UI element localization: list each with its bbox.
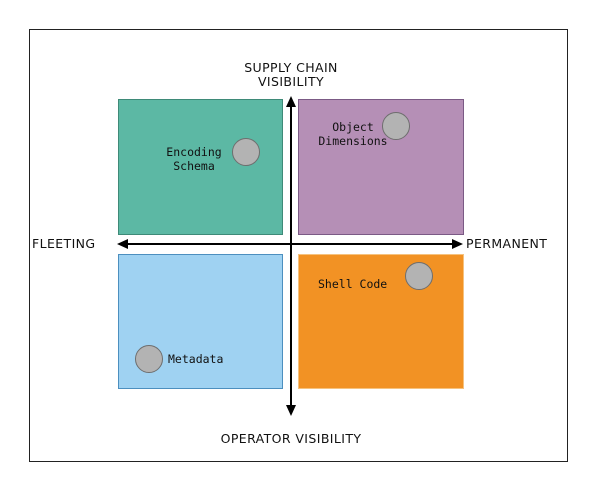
axis-label-bottom: OPERATOR VISIBILITY <box>220 431 362 446</box>
right-arrowhead <box>452 239 463 249</box>
encoding-schema-line1: Encoding <box>166 145 222 159</box>
item-object-dimensions-marker <box>382 112 410 140</box>
axis-label-top: SUPPLY CHAIN VISIBILITY <box>221 61 361 89</box>
quadrant-top-left <box>118 99 283 235</box>
axis-label-top-line2: VISIBILITY <box>257 74 325 89</box>
axis-label-top-line1: SUPPLY CHAIN <box>244 60 338 75</box>
axis-label-right: PERMANENT <box>466 236 548 251</box>
item-shell-code-label: Shell Code <box>318 277 388 291</box>
encoding-schema-line2: Schema <box>173 159 215 173</box>
axis-label-left: FLEETING <box>32 236 96 251</box>
left-arrowhead <box>117 239 128 249</box>
item-encoding-schema-label: Encoding Schema <box>162 145 226 173</box>
bottom-arrowhead <box>286 405 296 416</box>
item-object-dimensions-label: Object Dimensions <box>318 120 388 148</box>
quadrant-top-right <box>298 99 464 235</box>
item-encoding-schema-marker <box>232 138 260 166</box>
object-dimensions-line1: Object <box>332 120 374 134</box>
object-dimensions-line2: Dimensions <box>318 134 388 148</box>
quadrant-bottom-right <box>298 254 464 389</box>
top-arrowhead <box>286 96 296 107</box>
item-shell-code-marker <box>405 262 433 290</box>
item-metadata-marker <box>135 345 163 373</box>
item-metadata-label: Metadata <box>168 352 224 366</box>
